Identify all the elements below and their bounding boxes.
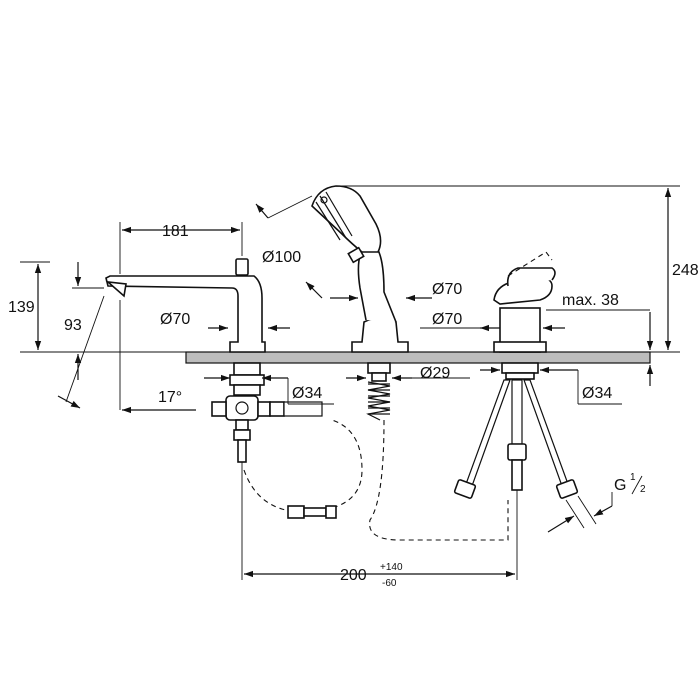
dim-spout-height: 139 <box>8 299 35 316</box>
dimension-labels: 181 Ø100 248 139 93 Ø70 Ø70 Ø70 max. 38 … <box>8 223 699 589</box>
dim-spout-base-diameter: Ø70 <box>160 311 190 328</box>
dim-spout-reach: 181 <box>162 223 189 240</box>
svg-text:G: G <box>614 477 626 494</box>
dim-holder-diameter: Ø70 <box>432 281 462 298</box>
countertop-deck <box>20 351 651 364</box>
dim-mixer-hole-diameter: Ø34 <box>582 385 612 402</box>
shower-hose-path <box>243 419 509 541</box>
svg-text:+140: +140 <box>380 562 403 573</box>
dim-handshower-diameter: Ø100 <box>262 249 301 266</box>
dim-thread-size: G 1 2 <box>614 472 646 495</box>
dim-hole-spacing: 200 +140 -60 <box>340 562 403 589</box>
dim-spout-angle: 17° <box>158 389 182 406</box>
svg-text:1: 1 <box>630 472 636 483</box>
svg-text:2: 2 <box>640 484 646 495</box>
svg-text:200: 200 <box>340 567 367 584</box>
dim-spout-outlet-height: 93 <box>64 317 82 334</box>
dimension-lines <box>20 185 680 580</box>
dim-total-height: 248 <box>672 262 699 279</box>
handshower <box>311 185 382 264</box>
handshower-holder <box>351 249 409 421</box>
dim-mixer-base-diameter: Ø70 <box>432 311 462 328</box>
single-lever-mixer <box>453 251 579 499</box>
svg-text:-60: -60 <box>382 578 397 589</box>
dim-holder-hole-diameter: Ø29 <box>420 365 450 382</box>
bath-spout <box>105 258 323 463</box>
dim-spout-hole-diameter: Ø34 <box>292 385 322 402</box>
dim-max-deck-thickness: max. 38 <box>562 292 619 309</box>
